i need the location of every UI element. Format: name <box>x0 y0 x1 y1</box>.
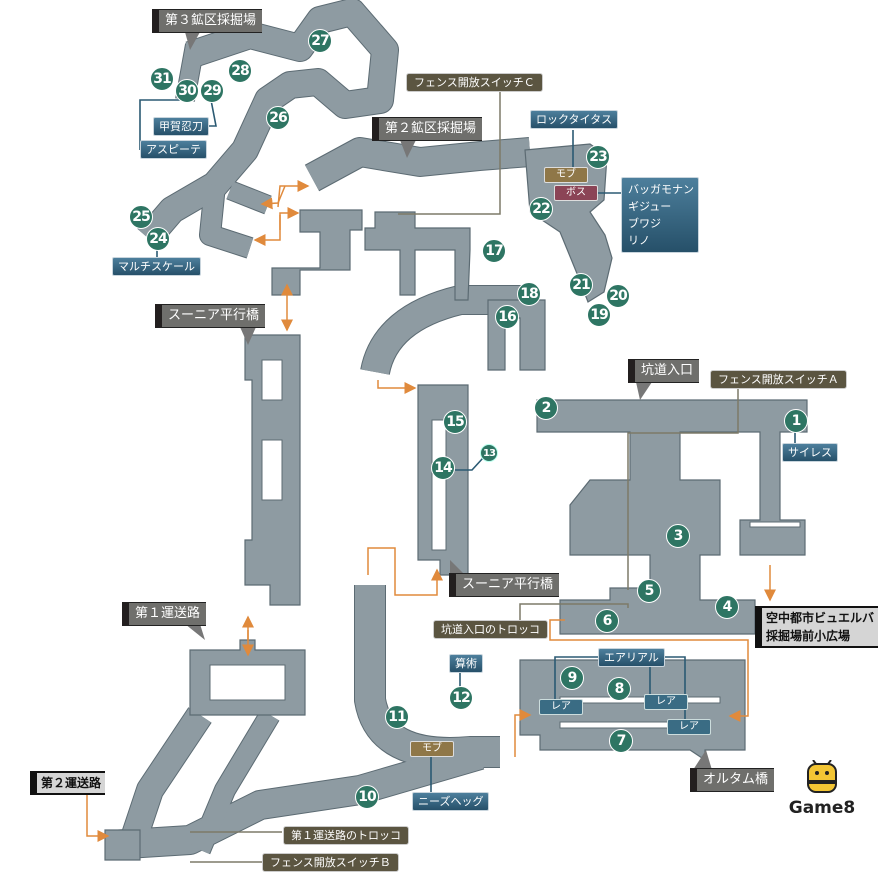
marker-9: 9 <box>560 666 584 690</box>
marker-5: 5 <box>637 579 661 603</box>
enemy-multiscale: マルチスケール <box>112 257 201 276</box>
marker-13: 13 <box>480 444 498 462</box>
room-gaps <box>209 359 801 729</box>
marker-17: 17 <box>482 239 506 263</box>
marker-7: 7 <box>609 729 633 753</box>
marker-29: 29 <box>200 79 224 103</box>
area-label-tunnel-entrance: 坑道入口 <box>628 359 700 383</box>
rare-tag: レア <box>667 719 711 735</box>
bee-icon <box>807 759 837 793</box>
marker-28: 28 <box>228 59 252 83</box>
boss-name: バッガモナン <box>628 183 694 196</box>
area-label-transport2: 第２運送路 <box>30 771 106 795</box>
mob-tag: モブ <box>544 167 588 183</box>
bhujerba-line1: 空中都市ビュエルバ <box>766 611 875 625</box>
connector-lines <box>190 84 739 863</box>
boss-name: リノ <box>628 234 650 247</box>
marker-21: 21 <box>569 273 593 297</box>
logo-text: Game8 <box>788 798 856 818</box>
marker-19: 19 <box>587 303 611 327</box>
rare-tag: レア <box>644 694 688 710</box>
fence-switch-b: フェンス開放スイッチＢ <box>262 853 399 872</box>
marker-23: 23 <box>586 145 610 169</box>
marker-26: 26 <box>266 106 290 130</box>
marker-10: 10 <box>355 785 379 809</box>
trolley-transport1: 第１運送路のトロッコ <box>283 826 409 845</box>
marker-27: 27 <box>308 29 332 53</box>
fence-switch-c: フェンス開放スイッチＣ <box>406 73 543 92</box>
marker-12: 12 <box>449 686 473 710</box>
marker-20: 20 <box>606 284 630 308</box>
marker-14: 14 <box>431 456 455 480</box>
area-label-mine2: 第２鉱区採掘場 <box>372 117 483 141</box>
rare-tag: レア <box>539 699 583 715</box>
bhujerba-line2: 採掘場前小広場 <box>766 629 851 643</box>
enemy-nidhogg: ニーズヘッグ <box>412 792 490 811</box>
enemy-kouga: 甲賀忍刀 <box>153 117 209 136</box>
trolley-tunnel-entrance: 坑道入口のトロッコ <box>433 620 548 639</box>
boss-name: ブワジ <box>628 217 661 230</box>
marker-31: 31 <box>150 67 174 91</box>
area-label-sunia-bridge: スーニア平行橋 <box>155 304 266 328</box>
marker-2: 2 <box>534 396 558 420</box>
marker-15: 15 <box>443 410 467 434</box>
marker-18: 18 <box>517 282 541 306</box>
marker-16: 16 <box>495 305 519 329</box>
enemy-silence: サイレス <box>782 443 838 462</box>
marker-30: 30 <box>175 79 199 103</box>
marker-6: 6 <box>595 609 619 633</box>
enemy-arithmetic: 算術 <box>449 654 483 673</box>
marker-11: 11 <box>385 705 409 729</box>
marker-25: 25 <box>129 205 153 229</box>
marker-1: 1 <box>784 409 808 433</box>
marker-24: 24 <box>146 227 170 251</box>
boss-name: ギジュー <box>628 200 672 213</box>
label-pointers <box>185 32 712 770</box>
marker-22: 22 <box>529 197 553 221</box>
area-label-transport1: 第１運送路 <box>122 602 207 626</box>
area-label-mine3: 第３鉱区採掘場 <box>152 9 263 33</box>
fence-switch-a: フェンス開放スイッチＡ <box>710 370 847 389</box>
marker-3: 3 <box>666 524 690 548</box>
enemy-aspidochelone: アスピーテ <box>140 140 207 159</box>
marker-4: 4 <box>715 595 739 619</box>
mob-tag: モブ <box>410 741 454 757</box>
enemy-aerial: エアリアル <box>598 648 665 667</box>
area-label-ortam-bridge: オルタム橋 <box>690 768 775 792</box>
enemy-boss-list: バッガモナン ギジュー ブワジ リノ <box>621 177 699 253</box>
area-label-sunia-bridge-2: スーニア平行橋 <box>449 573 560 597</box>
enemy-rocktitus: ロックタイタス <box>530 110 619 129</box>
transition-arrows <box>86 180 776 842</box>
game8-logo: Game8 <box>782 759 862 818</box>
boss-tag: ボス <box>554 185 598 201</box>
marker-8: 8 <box>607 677 631 701</box>
area-label-bhujerba: 空中都市ビュエルバ採掘場前小広場 <box>755 606 879 648</box>
